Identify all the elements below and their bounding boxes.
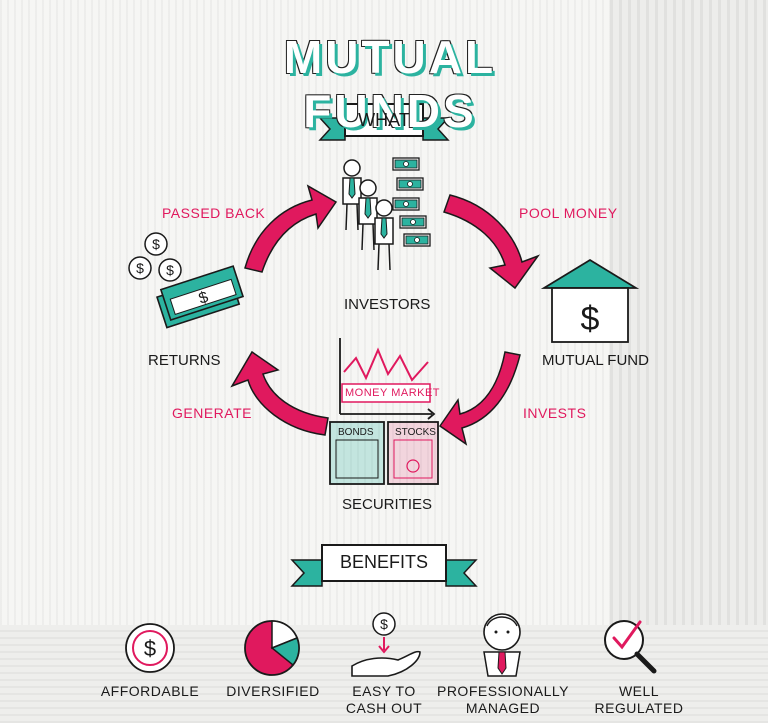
benefit-line2: CASH OUT [345, 700, 423, 716]
benefit-affordable: AFFORDABLE [90, 683, 210, 700]
arrow-generate [230, 350, 329, 436]
coin-icon: $ [125, 623, 175, 673]
benefit-professionally-managed: PROFESSIONALLY MANAGED [434, 683, 572, 717]
svg-text:$: $ [581, 300, 600, 338]
benefit-easy-cash-out: EASY TO CASH OUT [336, 683, 432, 717]
benefit-line1: WELL [618, 683, 660, 699]
what-banner-label: WHAT [358, 110, 410, 130]
benefit-well-regulated: WELL REGULATED [584, 683, 694, 717]
benefit-line1: DIVERSIFIED [226, 683, 320, 699]
money-market-label: MONEY MARKET [345, 387, 441, 399]
benefits-banner-label: BENEFITS [339, 552, 428, 572]
benefit-diversified: DIVERSIFIED [214, 683, 332, 700]
benefit-line1: PROFESSIONALLY [436, 683, 569, 699]
arrow-passed-back [244, 184, 338, 273]
svg-text:$: $ [144, 636, 156, 661]
bonds-certificate [329, 421, 385, 485]
benefit-line2: REGULATED [594, 700, 684, 716]
invests-label: INVESTS [523, 405, 587, 421]
benefits-banner [290, 544, 478, 587]
magnifier-check-icon [604, 620, 657, 674]
securities-label: SECURITIES [342, 496, 433, 513]
stocks-label: STOCKS [395, 427, 436, 438]
pool-money-label: POOL MONEY [519, 205, 618, 221]
mutual-fund-label: MUTUAL FUND [542, 352, 649, 369]
benefit-line1: EASY TO [352, 683, 416, 699]
arrow-pool-money [443, 194, 541, 290]
investors-icon [342, 157, 431, 271]
generate-label: GENERATE [172, 405, 252, 421]
returns-label: RETURNS [148, 352, 221, 369]
returns-money-icon: $ [128, 232, 245, 329]
investors-label: INVESTORS [344, 296, 431, 313]
what-banner [318, 103, 450, 141]
securities-chart-icon [339, 338, 436, 420]
fund-building-icon: $ [540, 258, 640, 343]
benefit-line1: AFFORDABLE [100, 683, 200, 699]
passed-back-label: PASSED BACK [162, 205, 266, 221]
stocks-certificate [387, 421, 439, 485]
hand-coin-icon [351, 612, 421, 677]
napkin-fold [610, 0, 768, 723]
benefit-line2: MANAGED [465, 700, 541, 716]
bonds-label: BONDS [338, 427, 374, 438]
pie-chart-icon [244, 620, 300, 676]
arrow-invests [438, 351, 521, 446]
page-title: MUTUAL FUNDS [283, 31, 497, 137]
manager-icon [483, 613, 521, 677]
